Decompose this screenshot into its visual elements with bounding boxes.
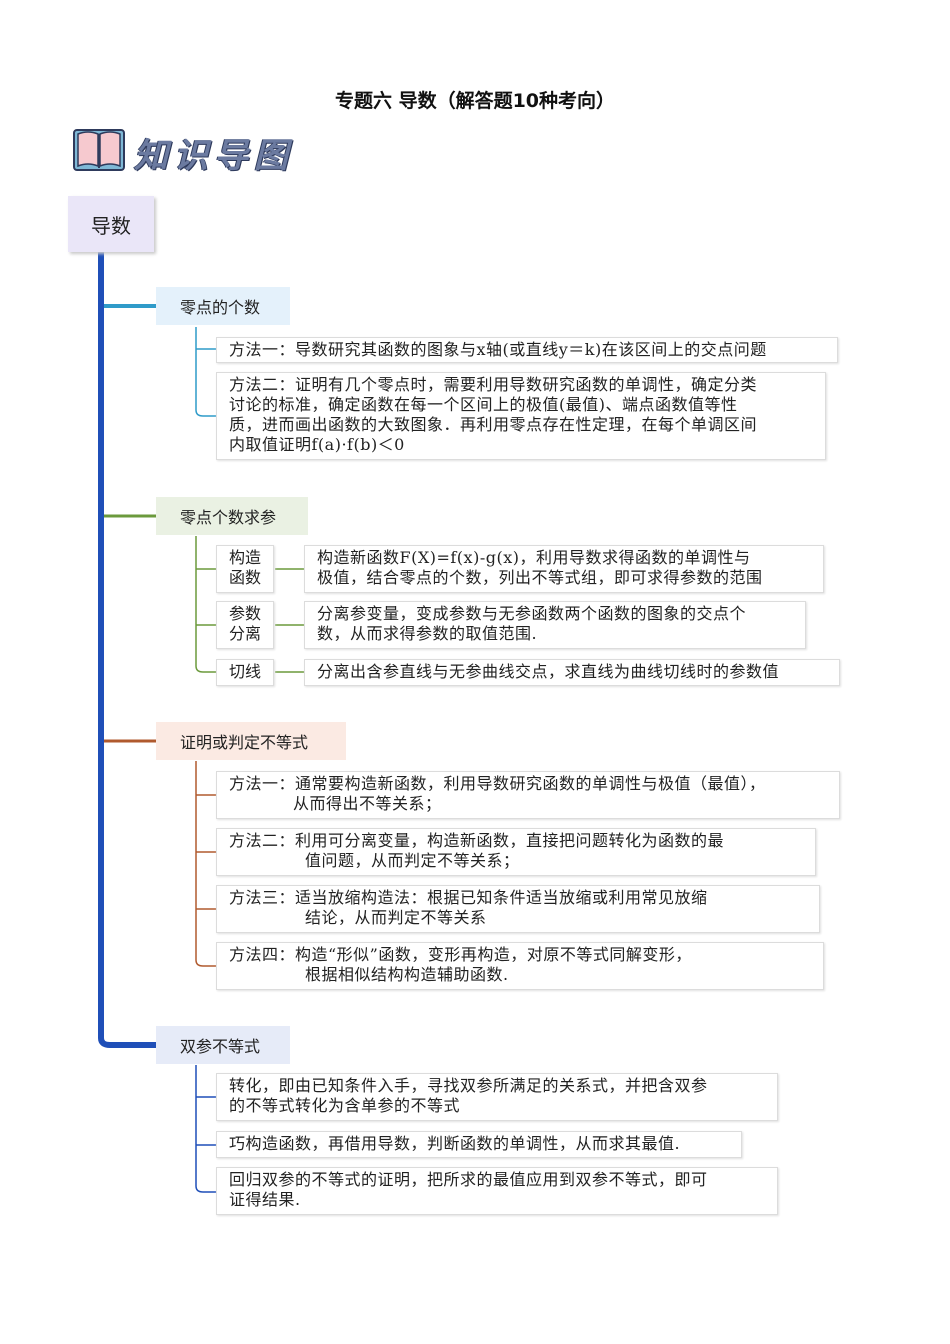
- tag-construct-line-2: 函数: [228, 568, 261, 587]
- ineq-method-4-line-1: 方法四：构造“形似”函数，变形再构造，对原不等式同解变形，: [229, 945, 692, 964]
- root-node: 导数: [68, 196, 154, 252]
- param-children-line: [195, 536, 216, 673]
- param-construct-line-2: 极值，结合零点的个数，列出不等式组，即可求得参数的范围: [317, 568, 763, 587]
- tag-construct-line-1: 构造: [228, 548, 261, 567]
- ineq-method-1: 方法一：通常要构造新函数，利用导数研究函数的单调性与极值（最值）， 从而得出不等…: [216, 771, 840, 819]
- param-tag-links: [275, 568, 304, 673]
- tag-separate-line-1: 参数: [228, 604, 261, 623]
- ineq-method-2: 方法二：利用可分离变量，构造新函数，直接把问题转化为函数的最 值问题，从而判定不…: [216, 828, 816, 876]
- ineq-children-line: [195, 761, 216, 967]
- double-item-1-line-2: 的不等式转化为含单参的不等式: [229, 1096, 461, 1115]
- page-title: 专题六 导数（解答题10种考向）: [334, 90, 616, 112]
- param-separate-line-2: 数，从而求得参数的取值范围.: [317, 624, 538, 643]
- param-construct-text: 构造新函数F(X)=f(x)-g(x)，利用导数求得函数的单调性与 极值，结合零…: [304, 545, 824, 593]
- double-item-2: 巧构造函数，再借用导数，判断函数的单调性，从而求其最值.: [216, 1131, 742, 1158]
- param-separate-line-1: 分离参变量，变成参数与无参函数两个函数的图象的交点个: [317, 604, 747, 623]
- ineq-method-4-line-2: 根据相似结构构造辅助函数.: [305, 965, 509, 984]
- ineq-method-1-line-2: 从而得出不等关系；: [293, 794, 442, 813]
- ineq-method-3: 方法三：适当放缩构造法：根据已知条件适当放缩或利用常见放缩 结论，从而判定不等关…: [216, 885, 820, 933]
- zero-method-2-line-1: 方法二：证明有几个零点时，需要利用导数研究函数的单调性，确定分类: [229, 375, 758, 394]
- zero-method-1: 方法一：导数研究其函数的图象与x轴(或直线y＝k)在该区间上的交点问题: [216, 337, 838, 363]
- zero-method-2: 方法二：证明有几个零点时，需要利用导数研究函数的单调性，确定分类 讨论的标准，确…: [216, 372, 826, 460]
- topic-zero-param: 零点个数求参: [156, 497, 308, 535]
- topic-prove-inequality: 证明或判定不等式: [156, 722, 346, 760]
- double-item-1-line-1: 转化，即由已知条件入手，寻找双参所满足的关系式，并把含双参: [229, 1076, 708, 1095]
- ineq-method-4: 方法四：构造“形似”函数，变形再构造，对原不等式同解变形， 根据相似结构构造辅助…: [216, 942, 824, 990]
- banner-title: 知识导图: [134, 136, 294, 176]
- param-tangent-text: 分离出含参直线与无参曲线交点，求直线为曲线切线时的参数值: [304, 659, 840, 686]
- param-separate-text: 分离参变量，变成参数与无参函数两个函数的图象的交点个 数，从而求得参数的取值范围…: [304, 601, 806, 649]
- double-item-3: 回归双参的不等式的证明，把所求的最值应用到双参不等式，即可 证得结果.: [216, 1167, 778, 1215]
- tag-construct-function: 构造 函数: [216, 545, 274, 593]
- double-item-3-line-1: 回归双参的不等式的证明，把所求的最值应用到双参不等式，即可: [229, 1170, 708, 1189]
- open-book-icon: [73, 129, 125, 171]
- topic-double-param: 双参不等式: [156, 1026, 290, 1064]
- tag-tangent: 切线: [216, 659, 274, 686]
- zero-method-2-line-2: 讨论的标准，确定函数在每一个区间上的极值(最值)、端点函数值等性: [229, 395, 738, 414]
- zero-method-2-line-4: 内取值证明f(a)·f(b)＜0: [229, 435, 405, 454]
- ineq-method-2-line-2: 值问题，从而判定不等关系；: [305, 851, 520, 870]
- topic-zero-count: 零点的个数: [156, 287, 290, 325]
- param-construct-line-1: 构造新函数F(X)=f(x)-g(x)，利用导数求得函数的单调性与: [317, 548, 751, 567]
- double-children-line: [195, 1065, 216, 1193]
- ineq-method-1-line-1: 方法一：通常要构造新函数，利用导数研究函数的单调性与极值（最值），: [229, 774, 766, 793]
- zero-method-2-line-3: 质，进而画出函数的大致图象．再利用零点存在性定理，在每个单调区间: [229, 415, 758, 434]
- tag-separate-param: 参数 分离: [216, 601, 274, 649]
- trunk-line: [98, 252, 156, 1048]
- ineq-method-2-line-1: 方法二：利用可分离变量，构造新函数，直接把问题转化为函数的最: [229, 831, 725, 850]
- tag-separate-line-2: 分离: [228, 624, 261, 643]
- zero-children-line: [195, 327, 216, 417]
- ineq-method-3-line-2: 结论，从而判定不等关系: [305, 908, 487, 927]
- ineq-method-3-line-1: 方法三：适当放缩构造法：根据已知条件适当放缩或利用常见放缩: [229, 888, 708, 907]
- double-item-3-line-2: 证得结果.: [229, 1190, 301, 1209]
- double-item-1: 转化，即由已知条件入手，寻找双参所满足的关系式，并把含双参 的不等式转化为含单参…: [216, 1073, 778, 1121]
